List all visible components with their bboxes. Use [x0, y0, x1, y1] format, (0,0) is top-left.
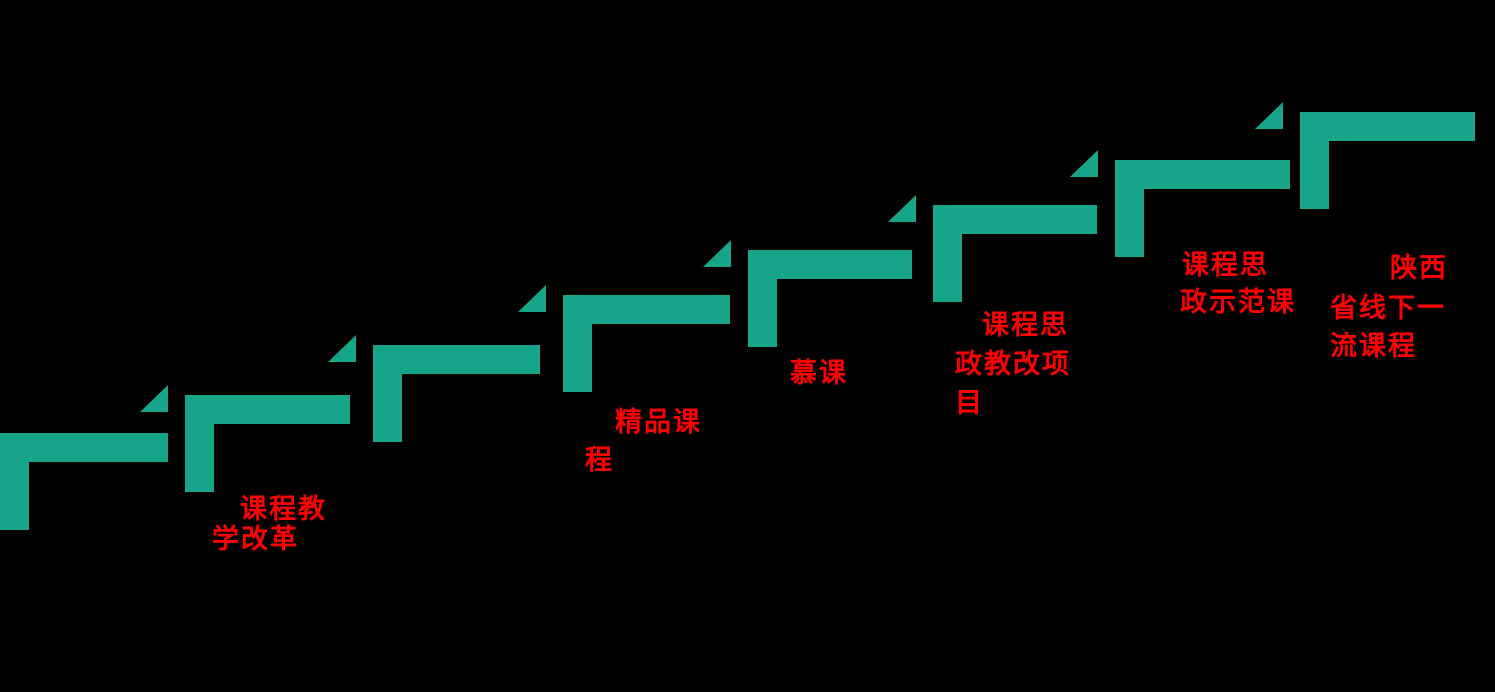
step-corner-triangle: [1255, 102, 1283, 129]
step-riser-bar: [748, 250, 777, 347]
step-corner-triangle: [888, 195, 916, 222]
label-ideological-demo-course-line-2: 政示范课: [1180, 287, 1296, 318]
step-riser-bar: [185, 395, 214, 492]
step-tread-bar: [1115, 160, 1290, 189]
step-riser-bar: [373, 345, 402, 442]
step-tread-bar: [1300, 112, 1475, 141]
step-corner-triangle: [1070, 150, 1098, 177]
label-excellent-course-line-1: 精品课: [615, 407, 702, 438]
step-riser-bar: [1115, 160, 1144, 257]
step-riser-bar: [563, 295, 592, 392]
label-course-teaching-reform-line-1: 课程教: [240, 494, 327, 525]
step-riser-bar: [933, 205, 962, 302]
step-riser-bar: [0, 433, 29, 530]
label-ideological-reform-project-line-3: 目: [955, 388, 984, 419]
label-ideological-reform-project-line-2: 政教改项: [955, 349, 1071, 380]
label-mooc-line-1: 慕课: [790, 358, 848, 389]
step-riser-bar: [1300, 112, 1329, 209]
label-course-teaching-reform-line-2: 学改革: [212, 524, 299, 555]
label-shaanxi-first-class-course-line-1: 陕西: [1390, 253, 1448, 284]
label-ideological-reform-project-line-1: 课程思: [982, 310, 1069, 341]
label-excellent-course-line-2: 程: [585, 445, 614, 476]
label-ideological-demo-course-line-1: 课程思: [1182, 250, 1269, 281]
label-shaanxi-first-class-course-line-2: 省线下一: [1330, 293, 1446, 324]
step-corner-triangle: [703, 240, 731, 267]
label-shaanxi-first-class-course-line-3: 流课程: [1330, 331, 1417, 362]
step-corner-triangle: [328, 335, 356, 362]
step-corner-triangle: [518, 285, 546, 312]
step-corner-triangle: [140, 385, 168, 412]
